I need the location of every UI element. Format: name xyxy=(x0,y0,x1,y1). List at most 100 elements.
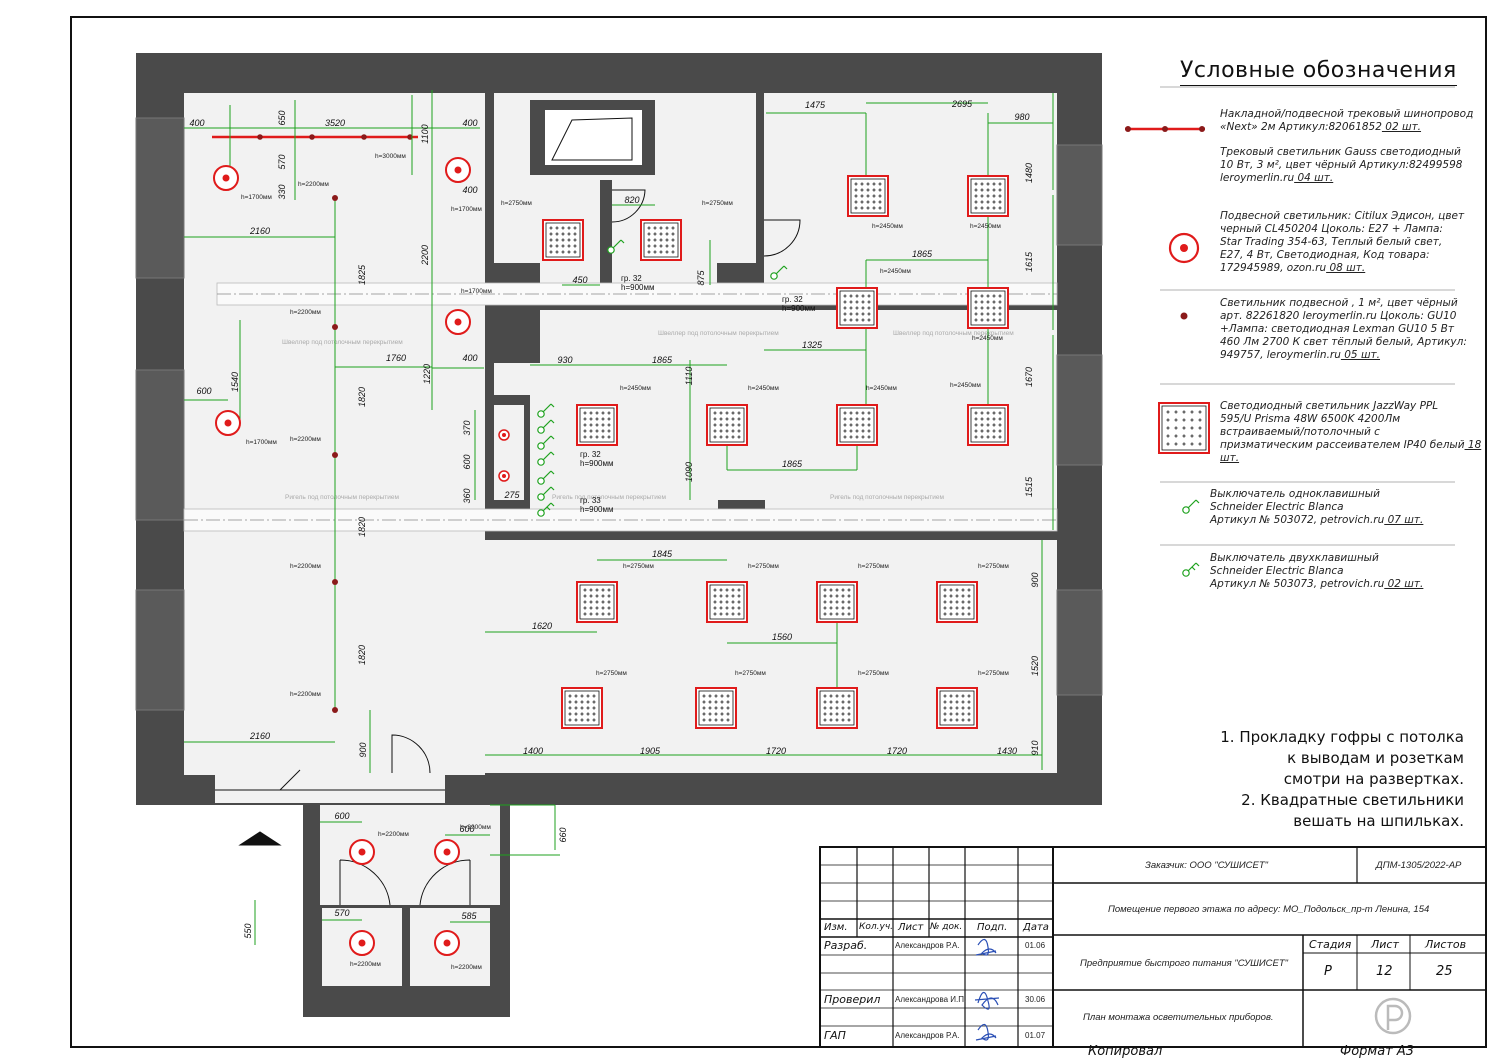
pendant-lamp-icon xyxy=(445,157,471,183)
dimension-text: 1480 xyxy=(1024,163,1034,183)
company-name: Предприятие быстрого питания "СУШИСЕТ" xyxy=(1080,958,1289,969)
dimension-text: 820 xyxy=(624,195,639,205)
track-light-icon xyxy=(498,429,510,441)
dimension-text: 1820 xyxy=(357,645,367,665)
single-switch-icon xyxy=(537,419,555,434)
legend-line: 949757, leroymerlin.ru 05 шт. xyxy=(1220,349,1381,361)
legend-line: «Next» 2м Артикул:82061852 02 шт. xyxy=(1220,121,1422,133)
dimension-text: 1540 xyxy=(230,372,240,392)
single-switch-icon xyxy=(770,265,788,280)
dimension-text: 1720 xyxy=(766,746,786,756)
led-panel-icon xyxy=(936,687,978,729)
dimension-text: 1865 xyxy=(652,355,673,365)
dimension-text: 370 xyxy=(462,420,472,435)
legend-line: встраиваемый/потолочный с xyxy=(1220,426,1380,438)
group-height: h=900мм xyxy=(580,459,613,468)
dimension-text: 1905 xyxy=(640,746,661,756)
led-panel-icon xyxy=(936,581,978,623)
dimension-text: 2160 xyxy=(249,226,270,236)
format-label: Формат А3 xyxy=(1340,1044,1415,1059)
sheets-label: Листов xyxy=(1425,938,1467,951)
dimension-lines xyxy=(184,90,1054,945)
legend-line: призматическим рассеивателем IP40 белый … xyxy=(1220,439,1482,464)
note-line: 1. Прокладку гофры с потолка xyxy=(1220,728,1464,746)
name-developer: Александров Р.А. xyxy=(895,941,960,950)
dimension-text: 585 xyxy=(461,911,477,921)
legend-line: 10 Вт, 3 м², цвет чёрный Артикул:8249959… xyxy=(1220,159,1463,171)
legend-line: 172945989, ozon.ru 08 шт. xyxy=(1220,262,1366,274)
led-panel-icon xyxy=(847,175,889,217)
small-pendant-icon xyxy=(332,195,338,201)
stage-value: Р xyxy=(1324,964,1332,979)
beam-label: Ригель под потолочным перекрытием xyxy=(552,494,667,501)
group-label: гр. 32 xyxy=(621,274,642,283)
dimension-text: 1760 xyxy=(386,353,406,363)
legend-graphics xyxy=(1125,86,1455,546)
dimension-text: 1430 xyxy=(997,746,1017,756)
pendant-lamp-icon xyxy=(215,410,241,436)
dimension-text: 550 xyxy=(243,923,253,938)
dimension-text: 910 xyxy=(1030,740,1040,755)
height-text: h=2200мм xyxy=(298,181,329,188)
beam-labels: Швеллер под потолочным перекрытиемШвелле… xyxy=(282,330,1014,501)
legend-line: Подвесной светильник: Citilux Эдисон, цв… xyxy=(1220,210,1465,222)
legend-line: 595/U Prisma 48W 6500K 4200Лм xyxy=(1220,413,1401,425)
double-switch-icon xyxy=(1182,562,1200,577)
dimension-text: 1090 xyxy=(684,462,694,482)
note-line: вешать на шпильках. xyxy=(1293,812,1464,830)
pendant-lamp-icon xyxy=(434,839,460,865)
track-light-icon xyxy=(498,470,510,482)
dimension-text: 2200 xyxy=(420,245,430,266)
col-header: № док. xyxy=(930,922,963,932)
dimension-text: 360 xyxy=(462,488,472,503)
group-height: h=900мм xyxy=(621,283,654,292)
dimension-text: 400 xyxy=(462,185,477,195)
height-text: h=2200мм xyxy=(290,563,321,570)
dimension-text: 875 xyxy=(696,270,706,286)
dimension-text: 450 xyxy=(572,275,587,285)
track-rail xyxy=(212,134,418,140)
dimension-text: 400 xyxy=(462,118,477,128)
legend-line: арт. 82261820 leroymerlin.ru Цоколь: GU1… xyxy=(1220,310,1457,322)
height-text: h=2200мм xyxy=(350,961,381,968)
led-panel-icon xyxy=(967,404,1009,446)
height-text: h=1700мм xyxy=(461,288,492,295)
legend-line: Выключатель одноклавишный xyxy=(1210,488,1380,500)
dimension-text: 1720 xyxy=(887,746,907,756)
dimension-text: 1670 xyxy=(1024,367,1034,387)
legend-pendant-lamp-icon xyxy=(1168,232,1200,264)
height-text: h=2450мм xyxy=(972,335,1003,342)
pendant-lamp-icon xyxy=(213,165,239,191)
company-logo xyxy=(1374,997,1412,1035)
legend-small-pendant-icon xyxy=(1180,312,1188,320)
dimension-text: 400 xyxy=(462,353,477,363)
dimension-text: 1100 xyxy=(420,124,430,143)
dimension-text: 600 xyxy=(334,811,349,821)
single-switch-icon xyxy=(537,435,555,450)
legend-line: Артикул № 503073, petrovich.ru 02 шт. xyxy=(1210,578,1424,590)
beam-label: Швеллер под потолочным перекрытием xyxy=(282,339,403,346)
customer: Заказчик: ООО "СУШИСЕТ" xyxy=(1145,860,1269,871)
legend-line: Артикул № 503072, petrovich.ru 07 шт. xyxy=(1210,514,1424,526)
dimension-text: 600 xyxy=(196,386,211,396)
signatures xyxy=(974,938,1000,1041)
pendant-lamp-icon xyxy=(349,839,375,865)
height-text: h=2450мм xyxy=(950,382,981,389)
dimension-text: 1325 xyxy=(802,340,823,350)
sheet-frame xyxy=(70,16,1487,1048)
dimension-text: 1825 xyxy=(357,264,367,285)
date-checker: 30.06 xyxy=(1025,995,1046,1004)
sheet-value: 12 xyxy=(1376,964,1393,979)
legend-qty: 18 шт. xyxy=(1220,439,1482,464)
col-header: Лист xyxy=(898,922,924,933)
copied-label: Копировал xyxy=(1088,1044,1163,1059)
height-text: h=3000мм xyxy=(375,153,406,160)
led-panel-icon xyxy=(836,287,878,329)
legend-title: Условные обозначения xyxy=(1180,58,1457,86)
